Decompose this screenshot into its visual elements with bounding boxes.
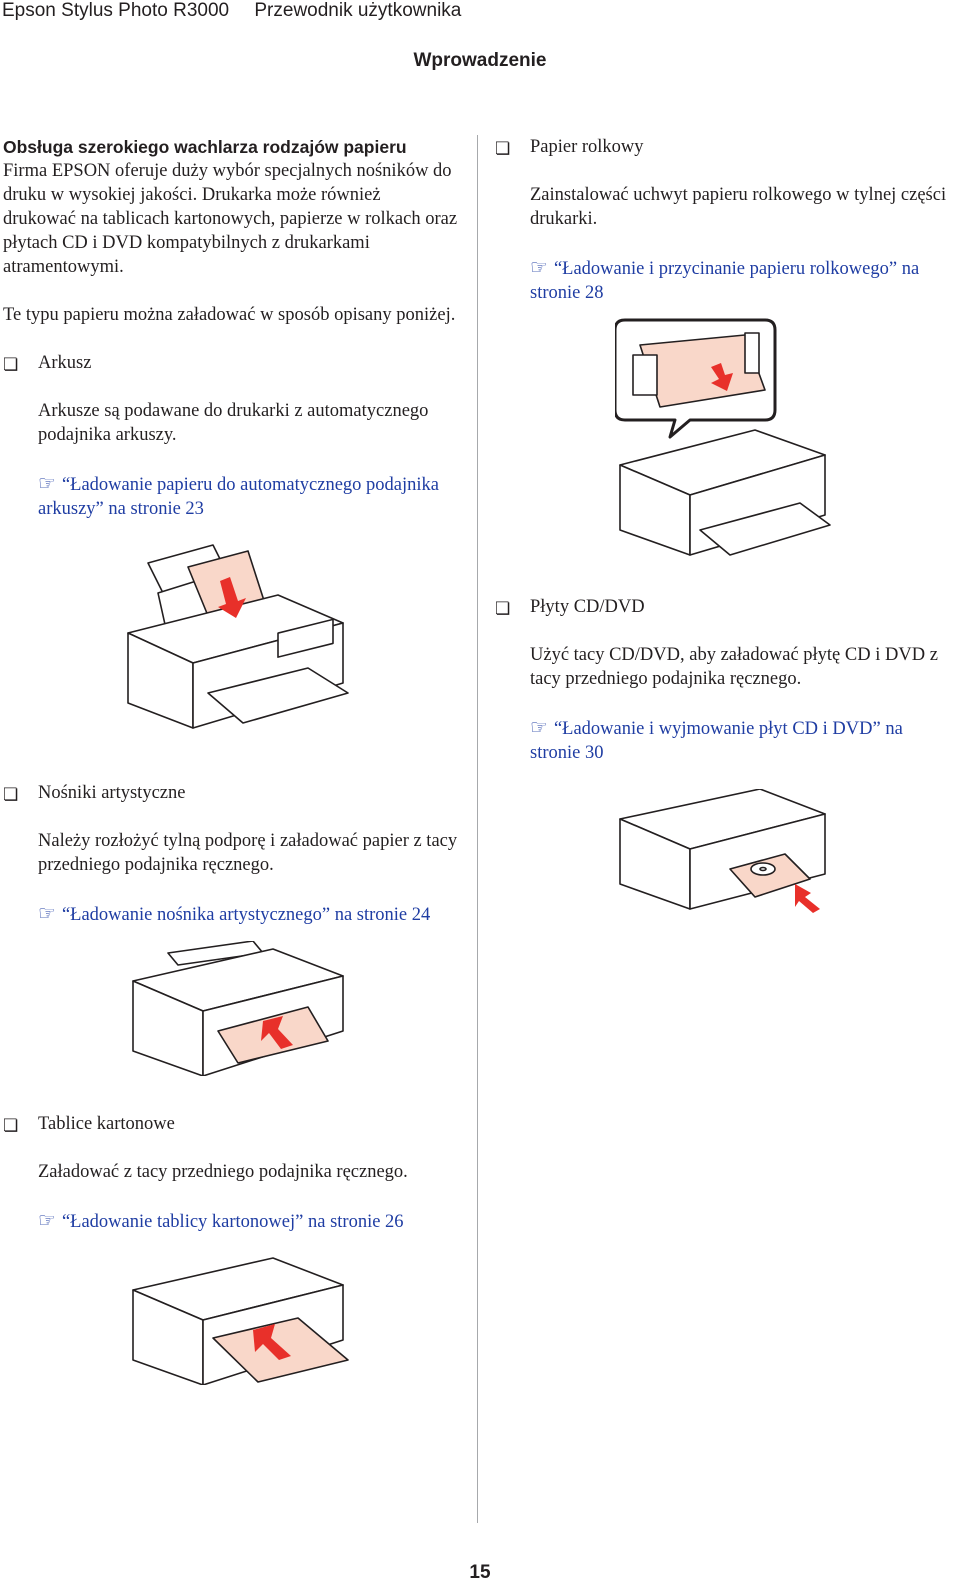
pointing-hand-icon: ☞ <box>530 715 548 739</box>
item-desc: Załadować z tacy przedniego podajnika rę… <box>38 1162 408 1182</box>
item-poster-board: ❏ Tablice kartonowe <box>3 1112 458 1136</box>
item-fine-art: ❏ Nośniki artystyczne <box>3 781 458 805</box>
intro-paragraph: Firma EPSON oferuje duży wybór specjalny… <box>3 161 458 277</box>
header-guide: Przewodnik użytkownika <box>254 0 462 21</box>
pointing-hand-icon: ☞ <box>38 1208 56 1232</box>
item-desc: Użyć tacy CD/DVD, aby załadować płytę CD… <box>530 645 938 689</box>
cross-reference-link[interactable]: “Ładowanie i przycinanie papieru rolkowe… <box>530 259 920 303</box>
item-desc: Należy rozłożyć tylną podporę i załadowa… <box>38 831 458 875</box>
cross-reference-link[interactable]: “Ładowanie papieru do automatycznego pod… <box>38 475 439 519</box>
cross-reference-link[interactable]: “Ładowanie i wyjmowanie płyt CD i DVD” n… <box>530 719 903 763</box>
item-link-row: ☞“Ładowanie nośnika artystycznego” na st… <box>3 901 458 927</box>
item-cd-dvd: ❏ Płyty CD/DVD <box>495 595 950 619</box>
left-column: Obsługa szerokiego wachlarza rodzajów pa… <box>3 135 458 1385</box>
printer-roll-holder-illustration <box>615 318 831 556</box>
item-desc: Arkusze są podawane do drukarki z automa… <box>38 401 429 445</box>
intro-paragraph-2: Te typu papieru można załadować w sposób… <box>3 305 456 325</box>
printer-cd-tray-illustration <box>619 789 826 913</box>
section-title: Wprowadzenie <box>413 50 547 71</box>
page-number: 15 <box>469 1562 491 1583</box>
checkbox-bullet-icon: ❏ <box>495 599 511 619</box>
printer-front-feed-illustration <box>132 941 344 1076</box>
right-column: ❏ Papier rolkowy Zainstalować uchwyt pap… <box>495 135 950 919</box>
checkbox-bullet-icon: ❏ <box>3 1116 19 1136</box>
pointing-hand-icon: ☞ <box>38 471 56 495</box>
running-header: Epson Stylus Photo R3000 Przewodnik użyt… <box>2 0 481 22</box>
header-product: Epson Stylus Photo R3000 <box>2 0 230 21</box>
pointing-hand-icon: ☞ <box>38 901 56 925</box>
item-title: Tablice kartonowe <box>38 1114 175 1134</box>
cross-reference-link[interactable]: “Ładowanie nośnika artystycznego” na str… <box>61 905 431 925</box>
column-divider <box>477 135 478 1523</box>
printer-sheet-feeder-illustration <box>127 544 349 729</box>
checkbox-bullet-icon: ❏ <box>3 355 19 375</box>
checkbox-bullet-icon: ❏ <box>495 139 511 159</box>
subheading: Obsługa szerokiego wachlarza rodzajów pa… <box>3 137 407 157</box>
item-link-row: ☞“Ładowanie papieru do automatycznego po… <box>3 471 458 521</box>
cross-reference-link[interactable]: “Ładowanie tablicy kartonowej” na stroni… <box>61 1212 404 1232</box>
checkbox-bullet-icon: ❏ <box>3 785 19 805</box>
item-desc: Zainstalować uchwyt papieru rolkowego w … <box>530 185 947 229</box>
item-sheet: ❏ Arkusz <box>3 351 458 375</box>
item-title: Nośniki artystyczne <box>38 783 186 803</box>
item-title: Papier rolkowy <box>530 137 644 157</box>
item-link-row: ☞“Ładowanie tablicy kartonowej” na stron… <box>3 1208 458 1234</box>
item-title: Płyty CD/DVD <box>530 597 645 617</box>
item-link-row: ☞“Ładowanie i wyjmowanie płyt CD i DVD” … <box>495 715 950 765</box>
item-title: Arkusz <box>38 353 92 373</box>
printer-board-feed-illustration <box>132 1257 349 1385</box>
item-link-row: ☞“Ładowanie i przycinanie papieru rolkow… <box>495 255 950 305</box>
item-roll-paper: ❏ Papier rolkowy <box>495 135 950 159</box>
pointing-hand-icon: ☞ <box>530 255 548 279</box>
